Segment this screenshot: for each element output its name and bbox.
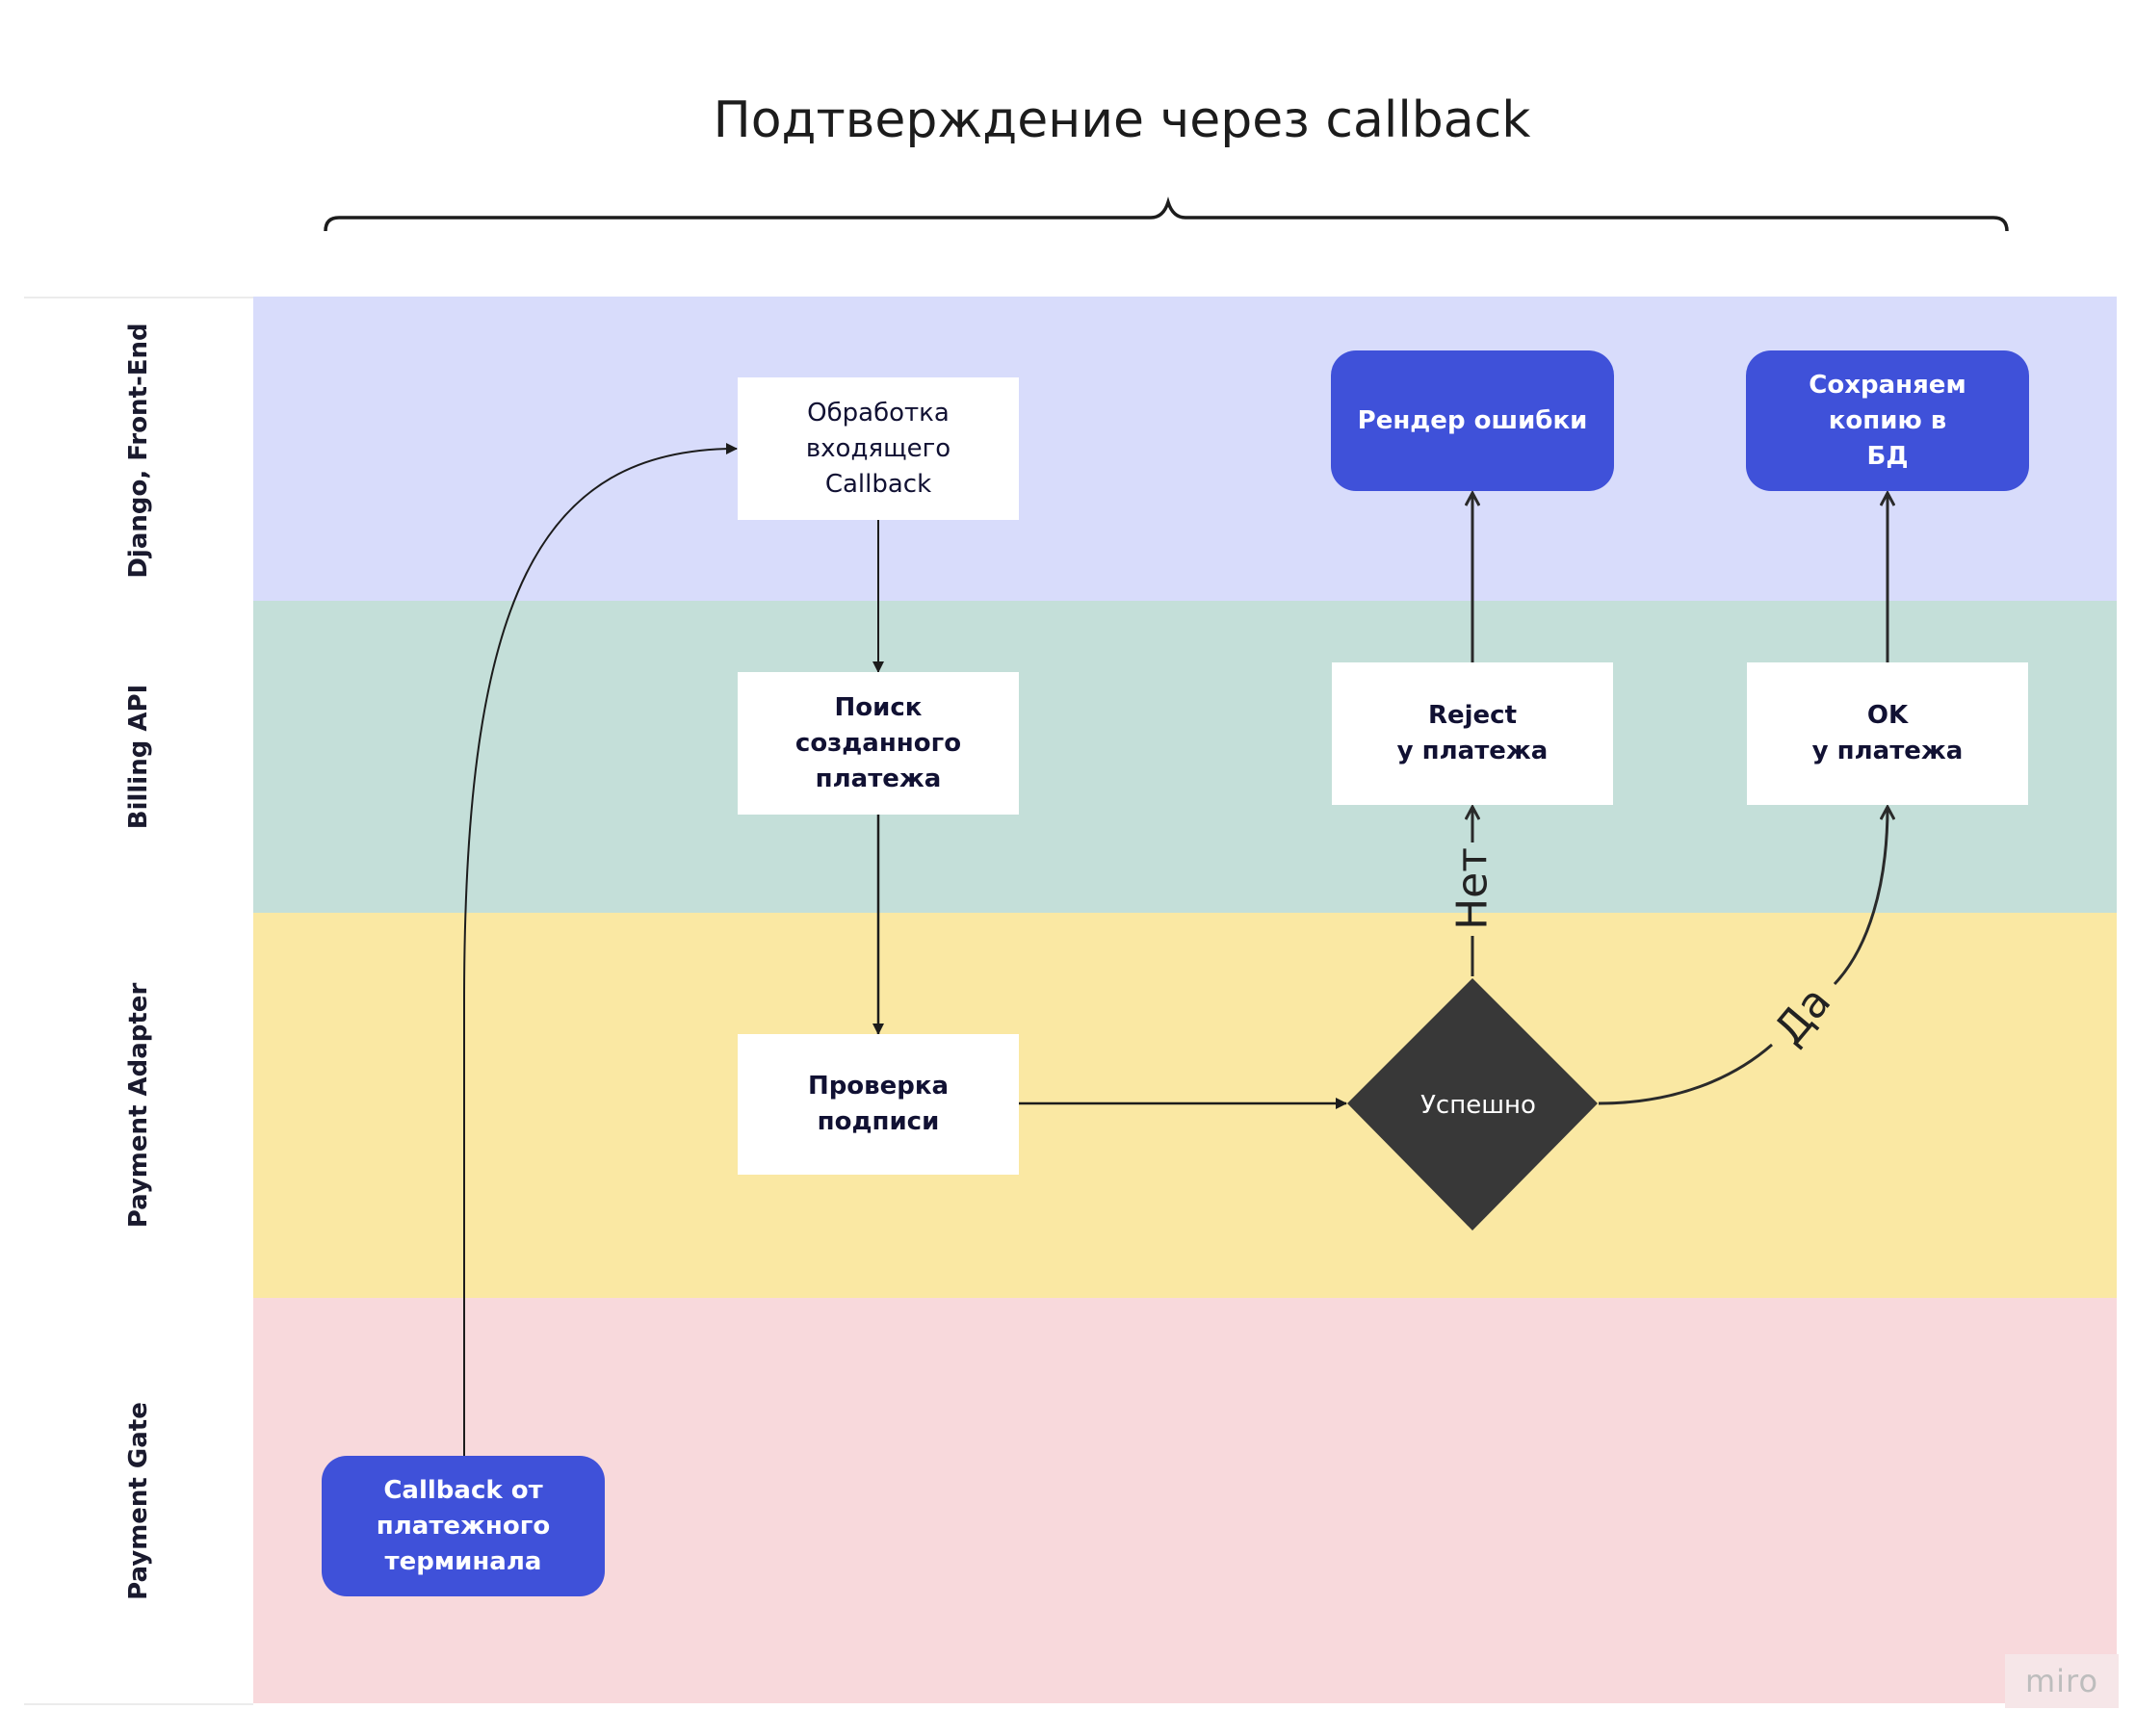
node-check-signature[interactable]: Проверка подписи xyxy=(738,1034,1019,1175)
edge-decision-to-ok-upper xyxy=(1833,807,1888,986)
edge-callback-to-incoming xyxy=(463,443,738,1456)
top-brace xyxy=(324,196,2009,232)
lane-header-gate: Payment Gate xyxy=(24,1298,253,1705)
node-callback-terminal[interactable]: Callback от платежного терминала xyxy=(322,1456,605,1596)
lane-bg-adapter xyxy=(253,913,2117,1298)
node-save-copy[interactable]: Сохраняем копию в БД xyxy=(1746,350,2029,491)
decision-diamond xyxy=(1347,978,1598,1231)
edge-label-no: Нет xyxy=(1447,847,1497,930)
node-reject[interactable]: Reject у платежа xyxy=(1332,662,1613,805)
decision-label: Успешно xyxy=(1420,1091,1536,1120)
node-ok[interactable]: OK у платежа xyxy=(1747,662,2028,805)
diagram-title: Подтверждение через callback xyxy=(713,91,1531,149)
miro-watermark: miro xyxy=(2005,1654,2119,1708)
lane-header-adapter: Payment Adapter xyxy=(24,913,253,1300)
node-render-error[interactable]: Рендер ошибки xyxy=(1331,350,1614,491)
node-search-payment[interactable]: Поиск созданного платежа xyxy=(738,672,1019,815)
edge-decision-to-ok-lower xyxy=(1598,1043,1773,1105)
node-incoming-callback[interactable]: Обработка входящего Callback xyxy=(738,377,1019,520)
lane-header-django: Django, Front-End xyxy=(24,297,253,605)
